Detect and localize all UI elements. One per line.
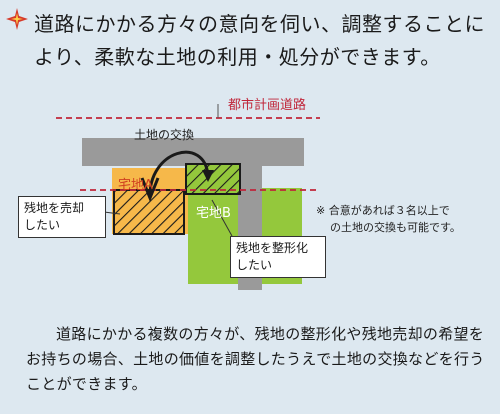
lot-b-label: 宅地B (196, 206, 231, 221)
note: ※ 合意があれば３名以上で の土地の交換も可能です。 (316, 204, 461, 234)
land-exchange-diagram: 都市計画道路 土地の交換 宅地A 宅地B 残地を売却 したい 残地を整形化 した… (0, 90, 500, 310)
lot-a-label: 宅地A (118, 178, 153, 193)
callout-reshape: 残地を整形化 したい (230, 236, 326, 278)
road-vertical-left (82, 138, 110, 164)
footer-text: 道路にかかる複数の方々が、残地の整形化や残地売却の希望をお持ちの場合、土地の価値… (26, 325, 485, 393)
exchange-label: 土地の交換 (134, 128, 195, 142)
callout-sell: 残地を売却 したい (18, 196, 106, 238)
headline: 道路にかかる方々の意向を伺い、調整することにより、柔軟な土地の利用・処分ができま… (34, 12, 485, 69)
star-icon (6, 8, 28, 30)
road-label: 都市計画道路 (228, 98, 307, 113)
exchange-arrow (148, 150, 210, 199)
